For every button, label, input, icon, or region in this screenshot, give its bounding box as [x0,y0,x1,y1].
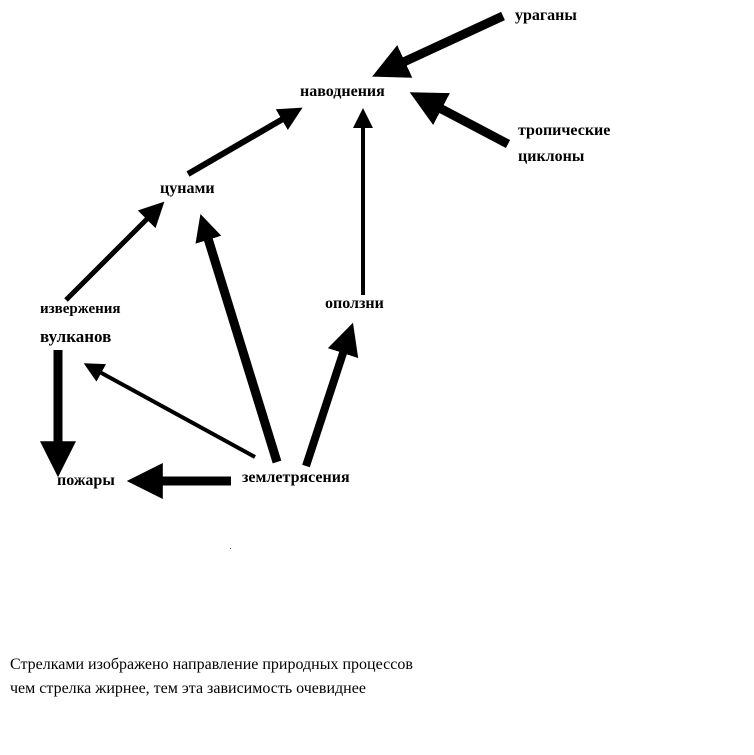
node-tropical-cyclones-line1: тропические [518,122,611,139]
arrow-cyclones-to-floods [409,92,511,148]
node-hurricanes: ураганы [515,7,577,24]
node-eruptions-line1: извержения [40,301,121,317]
arrow-hurricanes-to-floods [372,11,505,78]
arrow-earthquakes-to-eruptions [83,363,256,459]
node-landslides: оползни [325,295,384,312]
arrow-eruptions-to-tsunami [64,201,165,302]
arrow-tsunami-to-floods [186,107,303,177]
stray-dot [230,548,231,549]
node-floods: наводнения [300,83,385,100]
node-tropical-cyclones-line2: циклоны [518,148,585,165]
caption-line1: Стрелками изображено направление природн… [10,656,413,673]
arrow-earthquakes-to-landslides [302,322,359,468]
node-earthquakes: землетрясения [242,469,350,486]
caption-line2: чем стрелка жирнее, тем эта зависимость … [10,680,366,697]
node-tsunami: цунами [160,180,215,197]
arrow-earthquakes-to-tsunami [195,213,282,464]
node-fires: пожары [57,472,115,489]
node-eruptions-line2: вулканов [40,327,112,346]
